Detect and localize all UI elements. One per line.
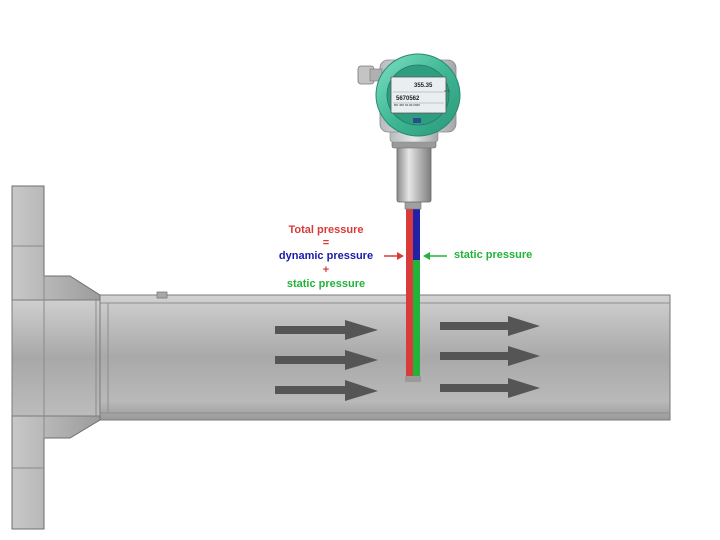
static-pressure-label-right: static pressure	[454, 249, 532, 262]
display-value-top: 355.35	[414, 83, 432, 89]
plus-label: +	[270, 264, 382, 277]
display-value-bottom: 5670562	[396, 96, 419, 102]
arrow-icon	[423, 252, 430, 260]
probe	[405, 200, 421, 382]
flange	[12, 186, 100, 529]
pipe	[100, 292, 670, 420]
display-unit: m³/h	[444, 89, 450, 93]
static-pressure-label-left: static pressure	[270, 278, 382, 291]
pipe-nub	[157, 292, 167, 298]
arrow-icon	[397, 252, 404, 260]
equals-label: =	[270, 237, 382, 250]
display-status: DS 400 01.02.2020	[394, 103, 420, 107]
transmitter	[358, 54, 460, 202]
dynamic-pressure-label: dynamic pressure	[270, 250, 382, 263]
total-pressure-label: Total pressure	[270, 224, 382, 237]
